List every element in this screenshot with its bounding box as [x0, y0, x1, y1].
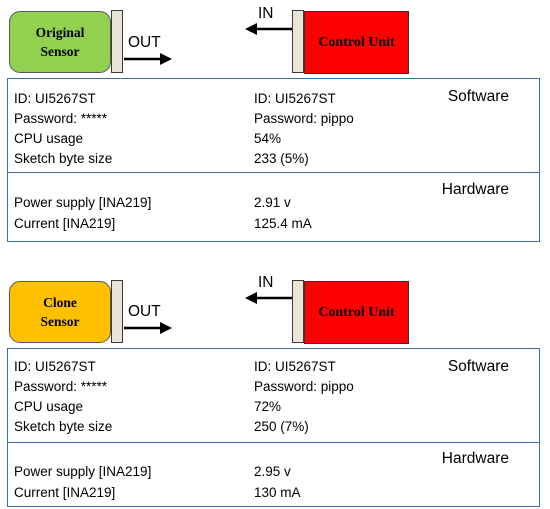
in-arrowhead	[245, 292, 257, 304]
sw-left-2: CPU usage	[14, 399, 84, 414]
hw-right-0: 2.91 v	[254, 195, 291, 210]
sw-right-1: Password: pippo	[254, 379, 354, 394]
sw-right-3: 233 (5%)	[254, 151, 309, 166]
signal-arrows	[124, 292, 292, 334]
hw-left-1: Current [INA219]	[14, 216, 116, 231]
control-unit-connector	[292, 280, 304, 343]
out-arrowhead	[160, 322, 172, 334]
sensor-title-line2: Sensor	[40, 314, 80, 329]
in-arrowhead	[245, 23, 257, 35]
sw-right-2: 54%	[254, 131, 282, 146]
sensor-connector	[111, 10, 123, 73]
sw-left-3: Sketch byte size	[14, 419, 113, 434]
hw-left-1: Current [INA219]	[14, 485, 116, 500]
software-section: ID: UI5267ST ID: UI5267ST Password: ****…	[7, 78, 540, 173]
sw-left-1: Password: *****	[14, 111, 108, 126]
sw-right-3: 250 (7%)	[254, 419, 309, 434]
hardware-heading: Hardware	[441, 450, 509, 467]
software-section: ID: UI5267ST ID: UI5267ST Password: ****…	[7, 348, 540, 443]
sw-right-1: Password: pippo	[254, 111, 354, 126]
hw-left-0: Power supply [INA219]	[14, 195, 152, 210]
control-unit-connector	[292, 10, 304, 73]
in-label: IN	[258, 5, 274, 22]
control-unit-box: Control Unit	[304, 281, 409, 344]
out-arrowhead	[160, 53, 172, 65]
sw-left-1: Password: *****	[14, 379, 108, 394]
hardware-section: Power supply [INA219] 2.95 v Current [IN…	[7, 442, 540, 507]
hw-right-1: 130 mA	[254, 485, 301, 500]
sw-left-2: CPU usage	[14, 131, 84, 146]
sensor-title-line1: Clone	[43, 295, 77, 310]
sw-right-0: ID: UI5267ST	[254, 359, 336, 374]
out-label: OUT	[128, 303, 161, 320]
sensor-title-line2: Sensor	[40, 44, 80, 59]
sw-right-0: ID: UI5267ST	[254, 91, 336, 106]
sw-left-0: ID: UI5267ST	[14, 91, 96, 106]
in-label: IN	[258, 274, 274, 291]
sensor-connector	[111, 280, 123, 343]
hardware-section: Power supply [INA219] 2.91 v Current [IN…	[7, 172, 540, 242]
sensor-title-line1: Original	[35, 25, 85, 40]
hw-right-1: 125.4 mA	[254, 216, 312, 231]
out-label: OUT	[128, 34, 161, 51]
hardware-heading: Hardware	[441, 181, 509, 198]
hw-right-0: 2.95 v	[254, 464, 291, 479]
sw-right-2: 72%	[254, 399, 282, 414]
hw-left-0: Power supply [INA219]	[14, 464, 152, 479]
sw-left-3: Sketch byte size	[14, 151, 113, 166]
sw-left-0: ID: UI5267ST	[14, 359, 96, 374]
software-heading: Software	[447, 358, 509, 375]
software-heading: Software	[447, 88, 509, 105]
control-unit-box: Control Unit	[304, 11, 409, 74]
signal-arrows	[124, 23, 292, 65]
